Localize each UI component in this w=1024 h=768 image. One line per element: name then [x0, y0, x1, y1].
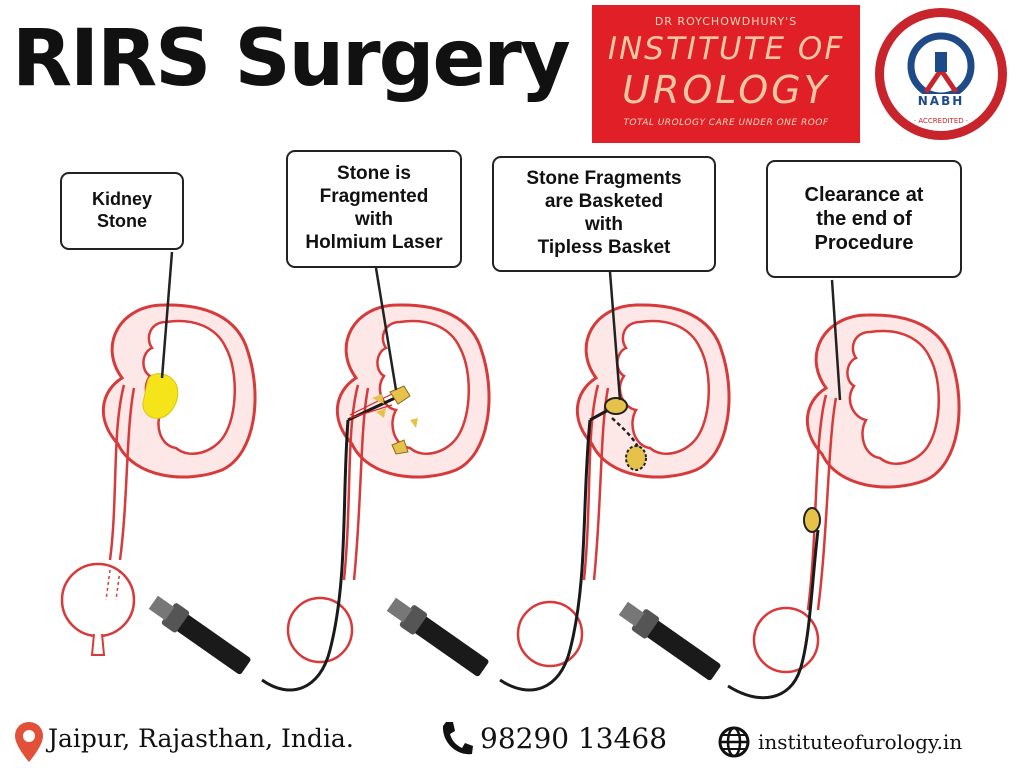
panel-laser-fragmentation	[148, 267, 491, 692]
panel-clearance	[618, 279, 961, 700]
callout-kidney-stone: Kidney Stone	[60, 172, 184, 250]
logo-line-3: UROLOGY	[622, 68, 830, 112]
callout-text: Kidney Stone	[91, 189, 152, 231]
callout-text: Stone Fragments are Basketed with Tiples…	[526, 168, 682, 258]
callout-laser: Stone is Fragmented with Holmium Laser	[286, 150, 462, 268]
phone-icon	[442, 722, 473, 755]
badge-name: NABH	[918, 94, 965, 108]
page-title: RIRS Surgery	[12, 14, 571, 104]
callout-text: Clearance at the end of Procedure	[804, 184, 924, 254]
panel-kidney-stone	[60, 251, 257, 656]
logo-line-2: INSTITUTE OF	[607, 31, 845, 67]
footer-website[interactable]: instituteofurology.in	[758, 730, 963, 754]
callout-clearance: Clearance at the end of Procedure	[766, 160, 962, 278]
callout-basket: Stone Fragments are Basketed with Tiples…	[492, 156, 716, 272]
footer-phone[interactable]: 98290 13468	[480, 722, 668, 755]
footer-location: Jaipur, Rajasthan, India.	[48, 724, 354, 753]
globe-icon	[718, 726, 750, 758]
nabh-badge: PATIENT SAFETY & QUALITY OF CARE NABH · …	[875, 8, 1007, 140]
callout-text: Stone is Fragmented with Holmium Laser	[305, 163, 443, 253]
panel-basket-retrieval	[386, 271, 731, 692]
rirs-diagram	[60, 251, 961, 700]
kidney-stone	[142, 373, 179, 419]
location-pin-icon	[15, 722, 43, 762]
logo-line-1: DR ROYCHOWDHURY'S	[654, 15, 798, 28]
badge-accredited: · ACCREDITED ·	[914, 117, 968, 125]
institute-logo: DR ROYCHOWDHURY'S INSTITUTE OF UROLOGY T…	[592, 5, 860, 143]
logo-tagline: TOTAL UROLOGY CARE UNDER ONE ROOF	[623, 118, 829, 128]
footer: Jaipur, Rajasthan, India. 98290 13468 in…	[0, 712, 1024, 768]
